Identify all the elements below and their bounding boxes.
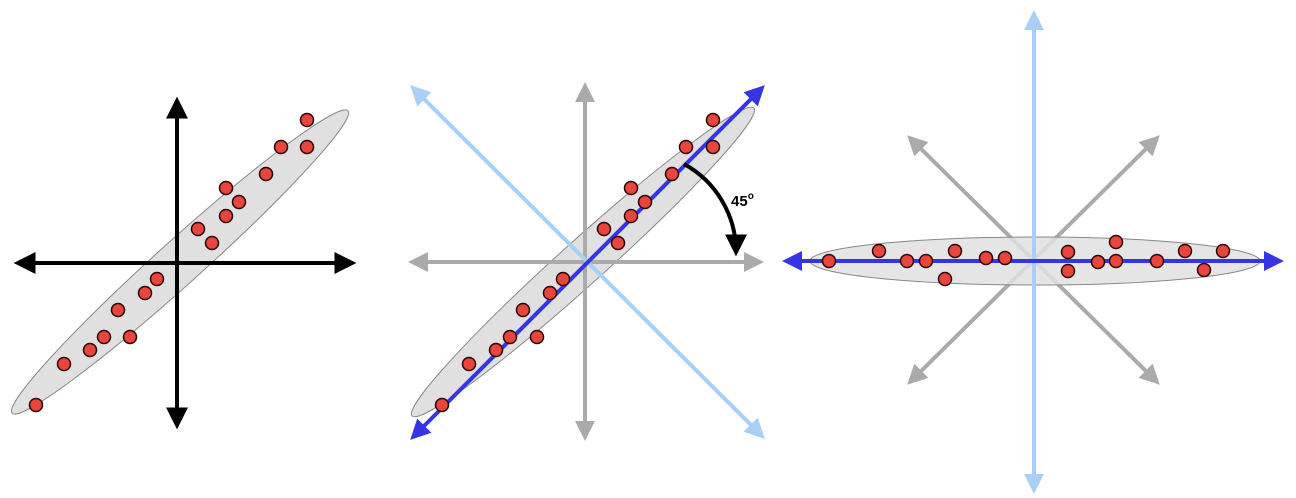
data-point [1177, 243, 1193, 259]
data-point [122, 329, 138, 345]
data-point [28, 397, 44, 413]
data-point [1090, 254, 1106, 270]
data-point [515, 302, 531, 318]
data-point [190, 221, 206, 237]
data-point [555, 271, 571, 287]
data-point [637, 194, 653, 210]
data-point [1196, 262, 1212, 278]
data-point [110, 302, 126, 318]
data-point [1108, 234, 1124, 250]
data-point [1149, 253, 1165, 269]
data-point [434, 397, 450, 413]
data-point [542, 285, 558, 301]
data-point [705, 112, 721, 128]
data-point [218, 208, 234, 224]
data-point [821, 253, 837, 269]
data-point [610, 235, 626, 251]
data-point [231, 194, 247, 210]
data-point [871, 243, 887, 259]
angle-value: 45 [731, 193, 748, 210]
data-point [678, 139, 694, 155]
data-point [82, 342, 98, 358]
data-point [96, 329, 112, 345]
data-point [56, 356, 72, 372]
blue-principal-axis [410, 85, 765, 440]
data-point [218, 180, 234, 196]
angle-unit: o [748, 191, 754, 202]
rotation-angle-arc [683, 162, 748, 257]
data-point [1108, 253, 1124, 269]
data-point [258, 166, 274, 182]
data-point [947, 243, 963, 259]
data-point [997, 250, 1013, 266]
panel-rotated-axes: 45o [408, 82, 765, 441]
data-point [623, 180, 639, 196]
data-points [821, 234, 1231, 287]
data-point [461, 356, 477, 372]
data-point [299, 112, 315, 128]
data-point [1215, 243, 1231, 259]
data-points [28, 112, 315, 413]
data-point [502, 329, 518, 345]
data-point [299, 139, 315, 155]
data-point [937, 271, 953, 287]
data-point [899, 253, 915, 269]
data-point [149, 271, 165, 287]
data-point [978, 250, 994, 266]
rotation-angle-label: 45o [731, 191, 754, 210]
data-point [623, 208, 639, 224]
data-point [204, 235, 220, 251]
data-point [529, 329, 545, 345]
data-point [273, 139, 289, 155]
data-point [1060, 263, 1076, 279]
data-point [664, 166, 680, 182]
data-point [137, 285, 153, 301]
data-point [596, 221, 612, 237]
panel-projected-axes [782, 10, 1284, 494]
data-point [488, 342, 504, 358]
data-point [705, 139, 721, 155]
data-point [918, 253, 934, 269]
panel-original-axes [10, 96, 357, 430]
data-points [434, 112, 721, 413]
data-point [1060, 244, 1076, 260]
